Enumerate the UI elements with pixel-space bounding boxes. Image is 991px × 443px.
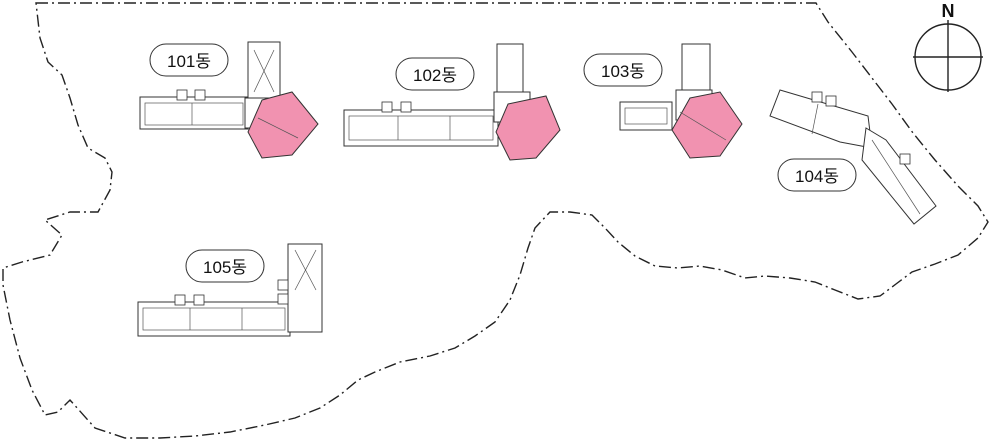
- highlighted-unit: [671, 91, 743, 159]
- svg-text:102동: 102동: [413, 66, 457, 85]
- north-compass-icon: N: [913, 1, 983, 92]
- building-label-105: 105동: [185, 249, 265, 283]
- svg-text:105동: 105동: [203, 258, 247, 277]
- building-label-103: 103동: [583, 53, 663, 87]
- building-103[interactable]: [619, 43, 743, 159]
- compass-north-label: N: [942, 1, 955, 21]
- highlighted-unit: [247, 91, 319, 159]
- building-105[interactable]: [137, 243, 323, 337]
- building-102[interactable]: [343, 43, 561, 161]
- svg-text:101동: 101동: [167, 52, 211, 71]
- svg-text:104동: 104동: [795, 167, 839, 186]
- building-101[interactable]: [139, 41, 319, 159]
- building-label-104: 104동: [777, 158, 857, 192]
- building-label-102: 102동: [395, 57, 475, 91]
- building-label-101: 101동: [149, 43, 229, 77]
- building-104[interactable]: [769, 89, 937, 225]
- svg-text:103동: 103동: [601, 62, 645, 81]
- highlighted-unit: [495, 95, 561, 161]
